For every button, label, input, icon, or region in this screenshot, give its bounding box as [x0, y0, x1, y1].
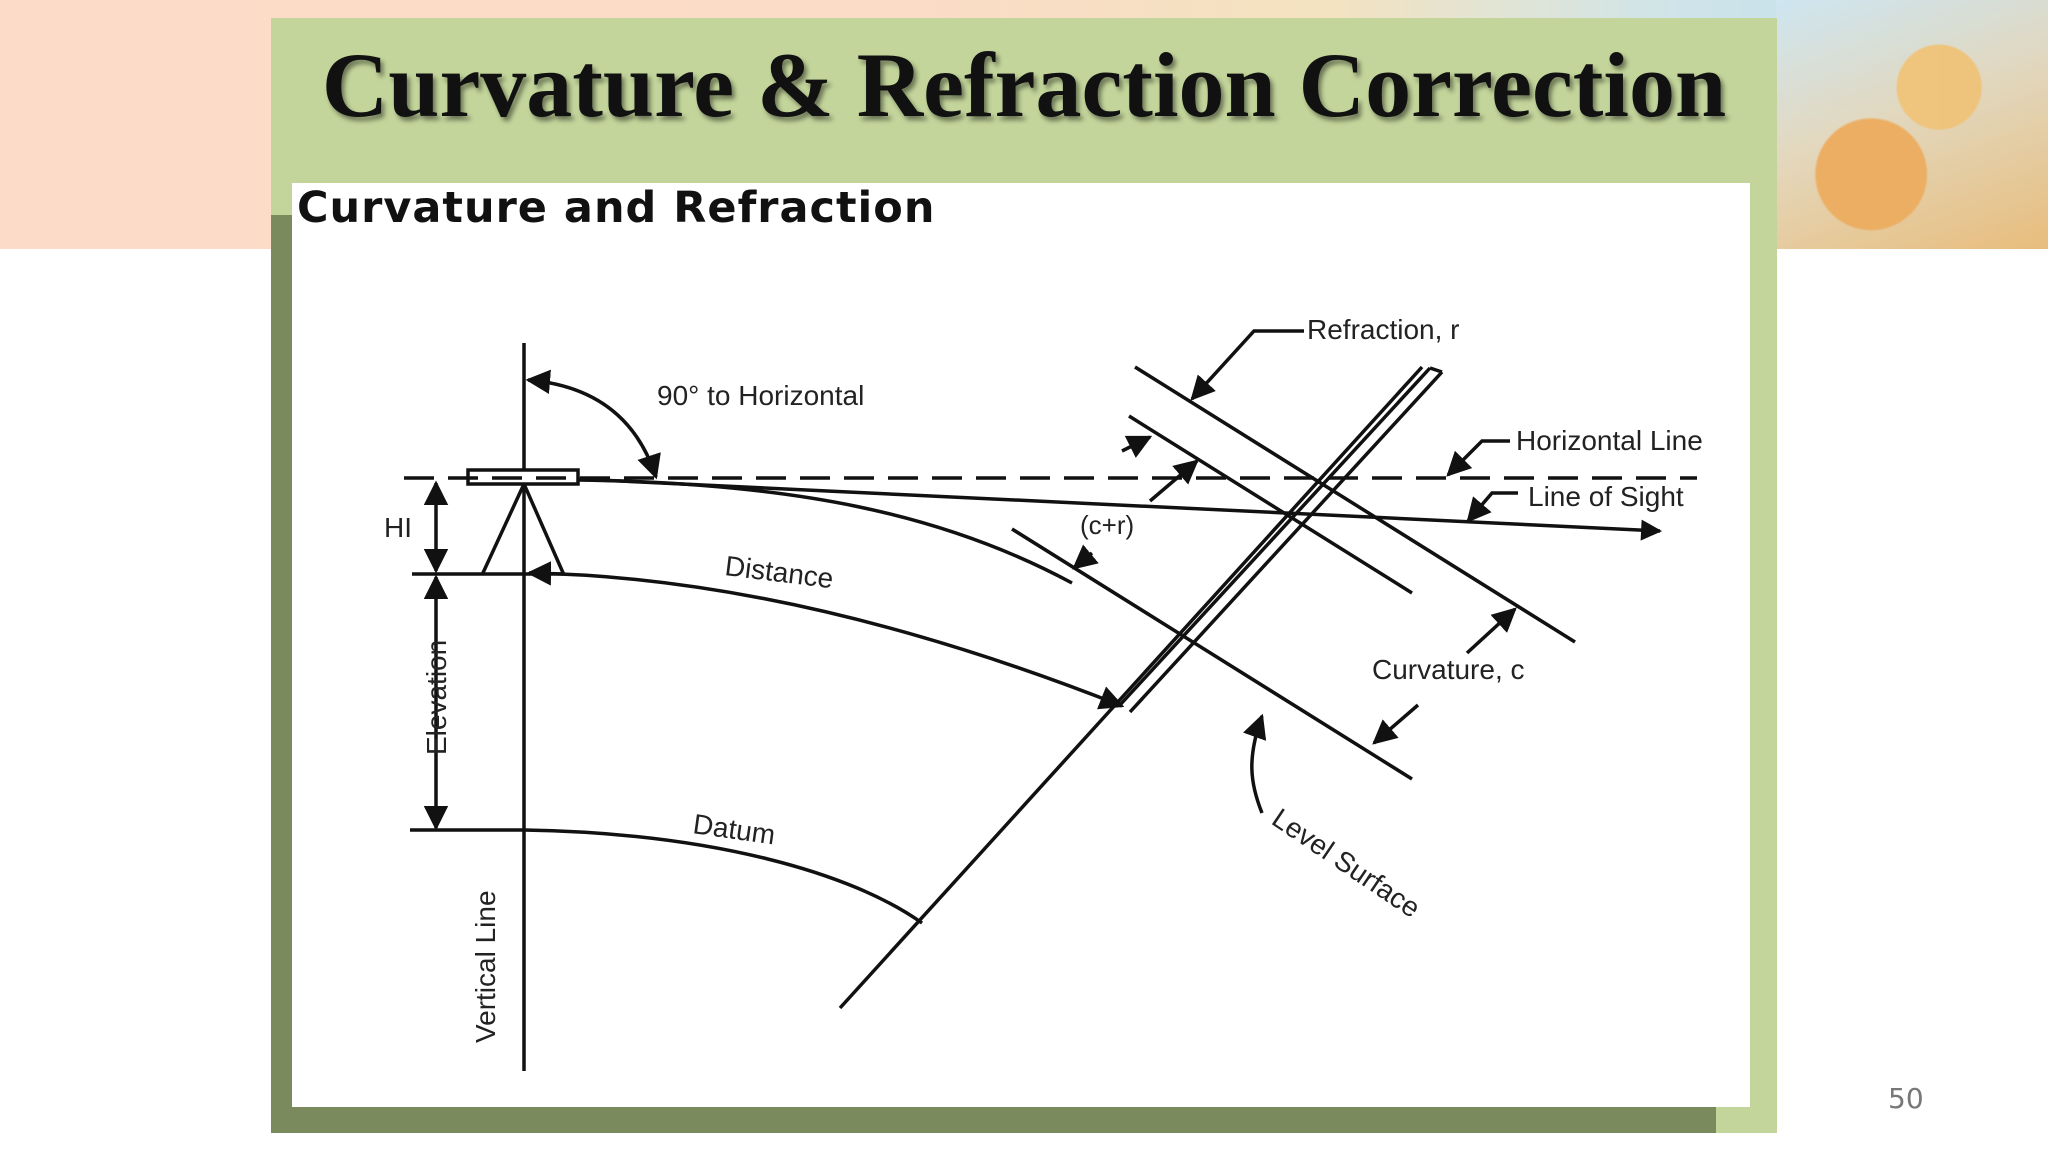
tripod-leg — [480, 483, 526, 576]
ninety-degree-label: 90° to Horizontal — [657, 380, 864, 411]
diagram-panel: Curvature and Refraction — [292, 183, 1750, 1107]
hi-label: HI — [384, 512, 412, 543]
refraction-leader — [1190, 329, 1304, 401]
refraction-reference-line — [1134, 365, 1576, 644]
curvature-refraction-diagram: Refraction, r 90° to Horizontal Horizont… — [384, 314, 1703, 1071]
page-number: 50 — [1888, 1082, 1924, 1115]
refraction-label: Refraction, r — [1307, 314, 1460, 345]
curvature-arrow — [1465, 607, 1517, 655]
level-surface-label: Level Surface — [1267, 802, 1426, 923]
frame-shadow — [271, 215, 292, 1133]
level-surface-line — [1128, 414, 1413, 595]
c-plus-r-arrow — [1148, 459, 1199, 503]
line-of-sight-label: Line of Sight — [1528, 481, 1684, 512]
surveyor-photo — [1776, 0, 2048, 249]
datum-curve — [523, 828, 924, 925]
staff-rod — [1117, 366, 1432, 708]
line-of-sight-leader — [1466, 491, 1518, 523]
slide-title: Curvature & Refraction Correction — [321, 34, 1727, 136]
horizontal-line-label: Horizontal Line — [1516, 425, 1703, 456]
level-surface-curve — [577, 478, 1073, 585]
radial-line — [838, 365, 1424, 1010]
level-surface-leader — [1243, 713, 1267, 814]
level-surface-line — [1011, 527, 1413, 781]
vertical-line-label: Vertical Line — [470, 890, 501, 1043]
tripod-leg — [522, 483, 566, 576]
c-plus-r-label: (c+r) — [1080, 510, 1134, 540]
distance-label: Distance — [723, 550, 835, 594]
elevation-label: Elevation — [421, 640, 452, 755]
staff-rod-cap — [1429, 366, 1443, 374]
diagram-heading: Curvature and Refraction — [297, 183, 936, 233]
horizontal-line-leader — [1446, 439, 1510, 477]
ninety-degree-arc — [525, 369, 661, 480]
frame-shadow — [271, 1107, 1716, 1133]
curvature-label: Curvature, c — [1372, 654, 1525, 685]
staff-rod — [1128, 370, 1444, 714]
curvature-arrow — [1372, 703, 1420, 745]
distance-curve — [526, 561, 1125, 710]
c-plus-r-arrow — [1072, 544, 1099, 570]
c-plus-r-arrow — [1121, 435, 1153, 458]
